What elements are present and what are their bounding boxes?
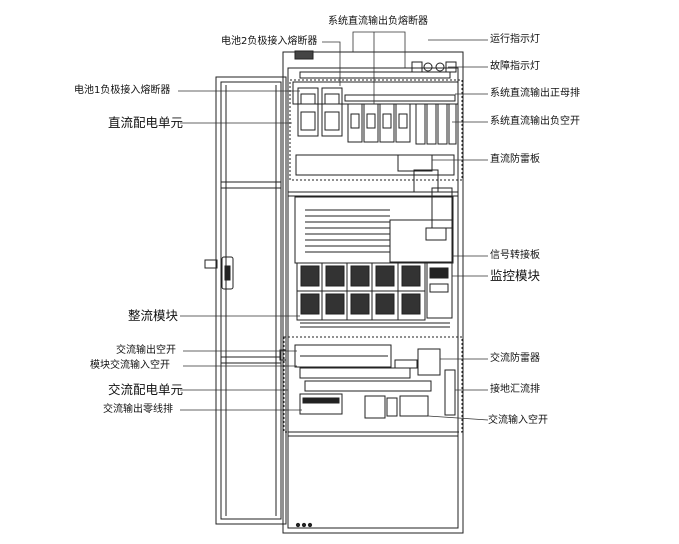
label-ac-out-neutral-bus: 交流输出零线排 bbox=[103, 404, 173, 415]
label-ac-in-breaker: 交流输入空开 bbox=[488, 415, 548, 426]
dc-positive-busbar bbox=[344, 94, 456, 102]
rectifier-fans bbox=[300, 265, 421, 315]
label-signal-adapter-board: 信号转接板 bbox=[490, 250, 540, 261]
battery-fuses bbox=[297, 87, 343, 137]
dc-lightning-board bbox=[397, 154, 433, 172]
label-module-ac-in-breaker: 模块交流输入空开 bbox=[90, 360, 170, 371]
label-ac-out-breaker: 交流输出空开 bbox=[116, 345, 176, 356]
label-ac-dist-unit: 交流配电单元 bbox=[108, 382, 184, 397]
dc-output-breakers bbox=[415, 103, 457, 145]
label-dc-dist-unit: 直流配电单元 bbox=[108, 115, 184, 130]
cabinet-door bbox=[204, 76, 287, 525]
label-batt2-neg-fuse: 电池2负极接入熔断器 bbox=[221, 36, 318, 47]
ac-output-breakers bbox=[294, 344, 392, 368]
ac-input-breaker bbox=[364, 395, 429, 419]
leader-batt2-neg-fuse bbox=[322, 41, 341, 86]
cabinet-body bbox=[279, 50, 464, 534]
label-ac-lightning: 交流防雷器 bbox=[490, 353, 540, 364]
label-sys-dc-out-neg-breaker: 系统直流输出负空开 bbox=[490, 116, 580, 127]
dc-dist-area bbox=[289, 79, 463, 181]
leader-ac-in-breaker bbox=[427, 415, 489, 421]
signal-adapter-board bbox=[389, 219, 453, 263]
label-ground-bus: 接地汇流排 bbox=[490, 384, 540, 395]
label-rectifier-module: 整流模块 bbox=[128, 308, 179, 323]
ac-lightning-arrester bbox=[417, 348, 441, 376]
dc-output-fuses bbox=[347, 103, 411, 143]
label-sys-dc-out-neg-fuse: 系统直流输出负熔断器 bbox=[328, 16, 428, 27]
label-sys-dc-out-pos-bus: 系统直流输出正母排 bbox=[490, 88, 580, 99]
leader-sys-dc-out-neg-fuse bbox=[352, 31, 406, 68]
ac-neutral-busbar bbox=[299, 393, 343, 415]
ac-dist-area bbox=[283, 336, 463, 433]
ground-busbar bbox=[444, 369, 456, 416]
label-monitor-module: 监控模块 bbox=[490, 268, 541, 283]
rectifier-rack bbox=[294, 196, 454, 321]
label-fault-indicator: 故障指示灯 bbox=[490, 61, 540, 72]
label-batt1-neg-fuse: 电池1负极接入熔断器 bbox=[74, 85, 171, 96]
monitor-module bbox=[426, 262, 453, 319]
label-run-indicator: 运行指示灯 bbox=[490, 34, 540, 45]
indicator-lamps bbox=[411, 61, 457, 73]
label-dc-lightning-board: 直流防雷板 bbox=[490, 154, 540, 165]
